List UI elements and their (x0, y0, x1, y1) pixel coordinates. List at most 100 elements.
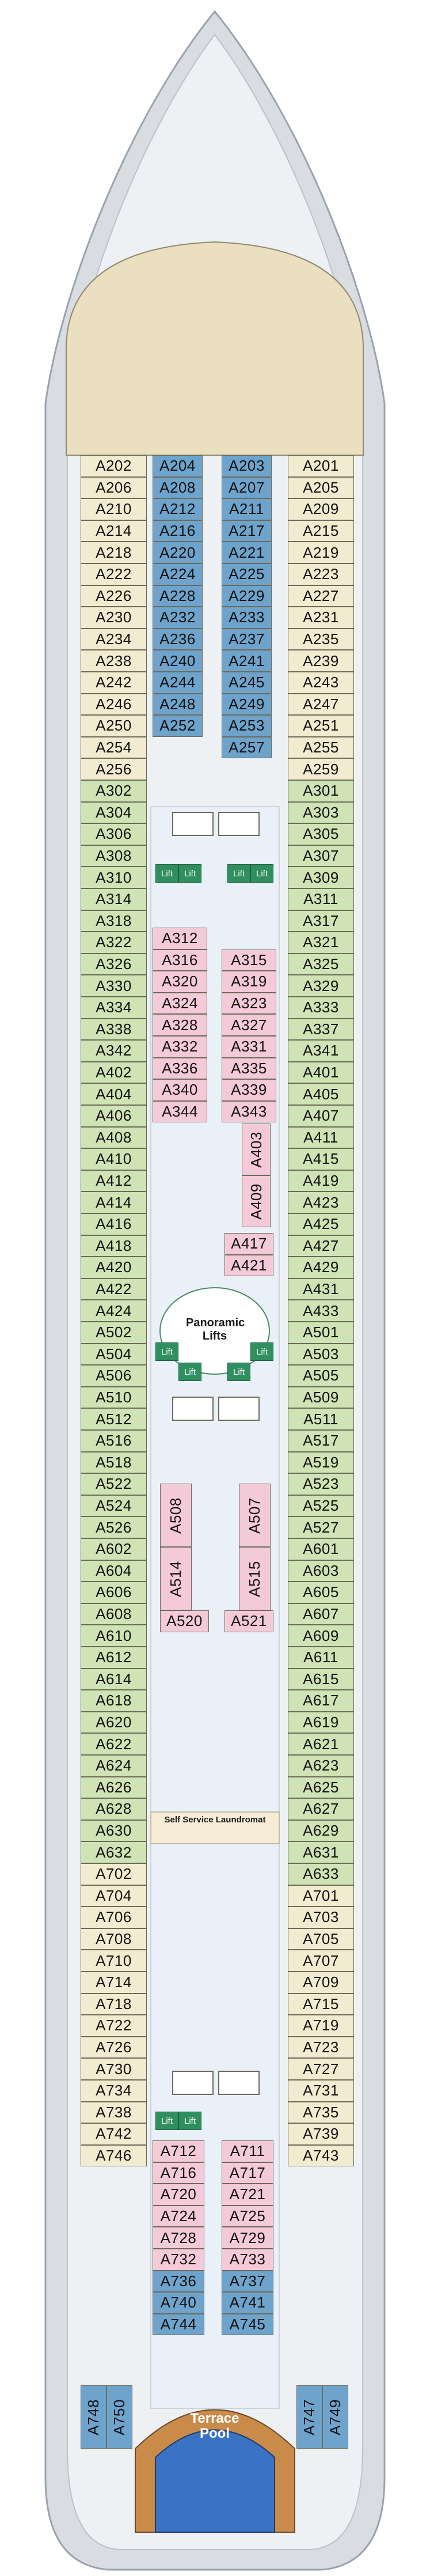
cabin-A214: A214 (81, 520, 147, 542)
cabin-A251: A251 (288, 715, 354, 737)
cabin-A332: A332 (153, 1036, 207, 1058)
cabin-A250: A250 (81, 715, 147, 737)
cabin-A523: A523 (288, 1473, 354, 1495)
cabin-A253: A253 (222, 715, 272, 737)
cabin-A221: A221 (222, 542, 272, 563)
cabin-A631: A631 (288, 1841, 354, 1863)
cabin-A239: A239 (288, 650, 354, 672)
cabin-A623: A623 (288, 1755, 354, 1777)
cabin-A705: A705 (288, 1928, 354, 1950)
cabin-A424: A424 (81, 1300, 147, 1322)
cabin-A206: A206 (81, 476, 147, 499)
cabin-A243: A243 (288, 672, 354, 694)
cabin-A201: A201 (288, 455, 354, 477)
cabin-A704: A704 (81, 1885, 147, 1907)
cabin-A707: A707 (288, 1950, 354, 1972)
cabin-A246: A246 (81, 693, 147, 716)
cabin-A429: A429 (288, 1257, 354, 1278)
cabin-A703: A703 (288, 1907, 354, 1928)
cabin-A601: A601 (288, 1538, 354, 1560)
lift-7: Lift (227, 1363, 250, 1381)
cabin-A606: A606 (81, 1582, 147, 1603)
cabin-A418: A418 (81, 1235, 147, 1257)
cabin-A204: A204 (153, 455, 203, 477)
cabin-A520: A520 (160, 1610, 209, 1632)
cabin-A741: A741 (222, 2292, 273, 2314)
cabin-A322: A322 (81, 932, 147, 954)
cabin-A731: A731 (288, 2080, 354, 2102)
cabin-A734: A734 (81, 2080, 147, 2102)
cabin-A427: A427 (288, 1235, 354, 1257)
cabin-A338: A338 (81, 1018, 147, 1041)
cabin-A229: A229 (222, 585, 272, 607)
cabin-A227: A227 (288, 585, 354, 607)
cabin-A216: A216 (153, 520, 203, 542)
cabin-A311: A311 (288, 888, 354, 910)
cabin-A627: A627 (288, 1798, 354, 1820)
cabin-A626: A626 (81, 1776, 147, 1799)
cabin-A620: A620 (81, 1711, 147, 1734)
lift-9: Lift (155, 2112, 178, 2130)
cabin-A334: A334 (81, 997, 147, 1019)
cabin-A327: A327 (222, 1014, 276, 1036)
cabin-A223: A223 (288, 563, 354, 585)
cabin-A715: A715 (288, 1993, 354, 2015)
cabin-A317: A317 (288, 910, 354, 932)
cabin-A527: A527 (288, 1516, 354, 1538)
cabin-A415: A415 (288, 1148, 354, 1170)
cabin-A316: A316 (153, 949, 207, 971)
cabin-A244: A244 (153, 672, 203, 694)
cabin-A403: A403 (242, 1124, 271, 1175)
terrace-pool (155, 2429, 275, 2533)
cabin-A521: A521 (224, 1610, 273, 1632)
lift-3: Lift (227, 864, 250, 883)
cabin-A309: A309 (288, 867, 354, 888)
cabin-A412: A412 (81, 1170, 147, 1192)
cabin-A224: A224 (153, 563, 203, 585)
cabin-A226: A226 (81, 585, 147, 607)
cabin-A335: A335 (222, 1057, 276, 1080)
cabin-A608: A608 (81, 1603, 147, 1625)
lift-6: Lift (178, 1363, 201, 1381)
cabin-A341: A341 (288, 1040, 354, 1062)
cabin-A516: A516 (81, 1430, 147, 1452)
cabin-A209: A209 (288, 498, 354, 520)
lift-4: Lift (250, 864, 273, 883)
cabin-A343: A343 (222, 1100, 276, 1123)
cabin-A746: A746 (81, 2144, 147, 2167)
cabin-A607: A607 (288, 1603, 354, 1625)
cabin-A612: A612 (81, 1647, 147, 1669)
cabin-A506: A506 (81, 1365, 147, 1387)
cabin-A507: A507 (239, 1484, 271, 1547)
cabin-A339: A339 (222, 1079, 276, 1101)
cabin-A319: A319 (222, 971, 276, 993)
cabin-A233: A233 (222, 607, 272, 629)
cabin-A723: A723 (288, 2036, 354, 2059)
cabin-A721: A721 (222, 2184, 273, 2206)
laundromat-label: Self Service Laundromat (164, 1815, 266, 1825)
laundromat (150, 1811, 280, 1844)
cabin-A407: A407 (288, 1105, 354, 1127)
cabin-A630: A630 (81, 1820, 147, 1842)
cabin-A710: A710 (81, 1950, 147, 1972)
cabin-A208: A208 (153, 476, 203, 499)
cabin-A402: A402 (81, 1061, 147, 1084)
cabin-A242: A242 (81, 672, 147, 694)
cabin-A519: A519 (288, 1451, 354, 1474)
cabin-A205: A205 (288, 476, 354, 499)
cabin-A416: A416 (81, 1213, 147, 1235)
cabin-A632: A632 (81, 1841, 147, 1863)
cabin-A609: A609 (288, 1625, 354, 1647)
cabin-A618: A618 (81, 1690, 147, 1712)
cabin-A220: A220 (153, 542, 203, 563)
cabin-A411: A411 (288, 1126, 354, 1149)
cabin-A240: A240 (153, 650, 203, 672)
cabin-A718: A718 (81, 1993, 147, 2015)
cabin-A712: A712 (153, 2140, 204, 2162)
panoramic-lifts-area (159, 1287, 270, 1375)
cabin-A303: A303 (288, 801, 354, 824)
cabin-A742: A742 (81, 2123, 147, 2145)
cabin-A508: A508 (160, 1484, 192, 1547)
cabin-A512: A512 (81, 1408, 147, 1430)
cabin-A409: A409 (242, 1175, 271, 1227)
